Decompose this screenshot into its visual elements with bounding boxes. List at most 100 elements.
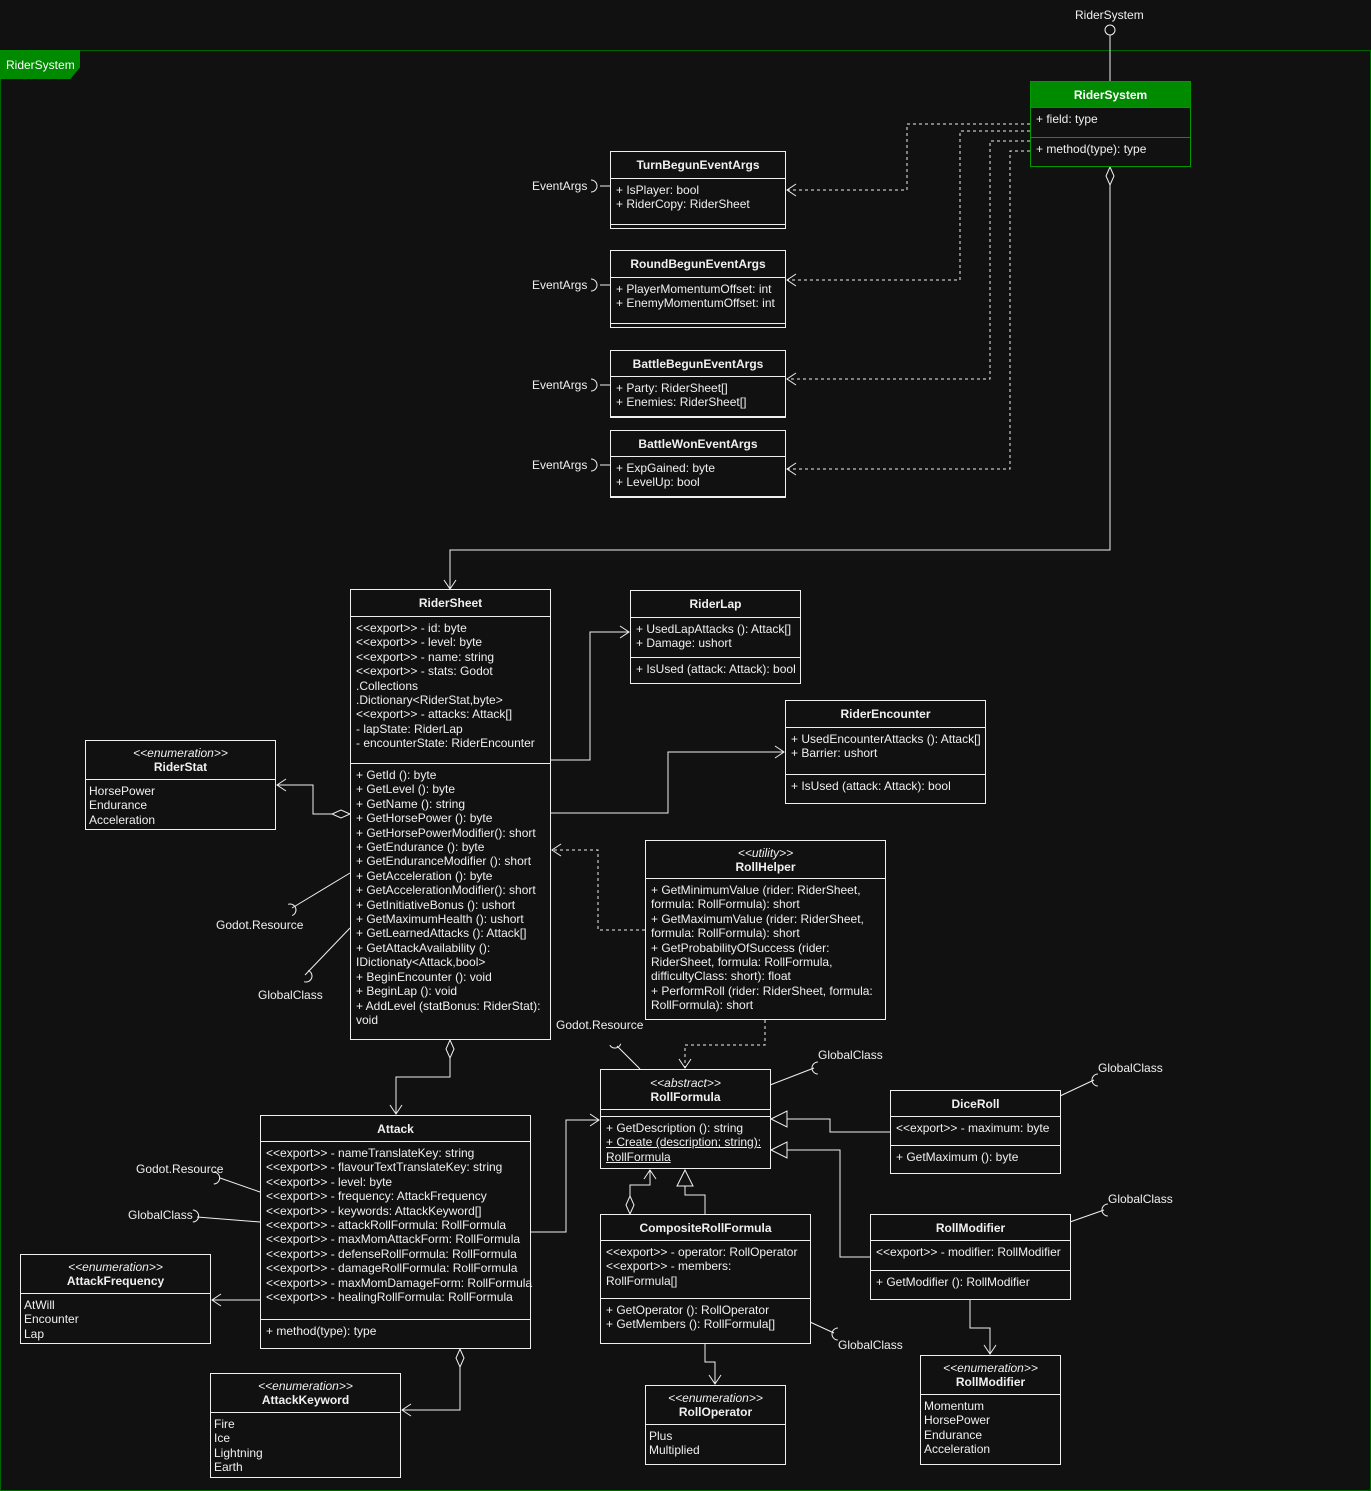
open-arrowhead xyxy=(678,1058,692,1069)
class-name: BattleBegunEventArgs xyxy=(632,356,764,371)
association-line xyxy=(704,1344,716,1384)
method: formula: RollFormula): short xyxy=(651,897,800,912)
class-header: RiderEncounter xyxy=(786,701,985,728)
inheritance-triangle xyxy=(676,1168,694,1187)
attribute: <<export>> - stats: Godot xyxy=(356,664,493,679)
method: void xyxy=(356,1012,379,1027)
required-interface-socket xyxy=(1101,1203,1108,1217)
class-header: RiderLap xyxy=(631,591,800,618)
association-line xyxy=(551,631,629,761)
class-header: <<abstract>>RollFormula xyxy=(601,1070,770,1110)
class-attack[interactable]: Attack<<export>> - nameTranslateKey: str… xyxy=(260,1115,533,1349)
attribute: <<export>> - id: byte xyxy=(356,621,467,635)
required-interface-socket xyxy=(1091,1073,1098,1087)
enum-literal: Ice xyxy=(214,1431,231,1446)
association-line xyxy=(449,185,1111,589)
class-header: RollModifier xyxy=(871,1215,1070,1241)
enum-literal: Earth xyxy=(214,1460,243,1475)
methods-section xyxy=(611,324,785,328)
class-name: CompositeRollFormula xyxy=(639,1220,772,1235)
attribute: <<export>> - damageRollFormula: RollForm… xyxy=(266,1261,518,1276)
attributes-section: <<export>> - maximum: byte xyxy=(891,1117,1060,1146)
enum-literal: Plus xyxy=(649,1429,673,1443)
class-header: <<enumeration>>RollOperator xyxy=(646,1386,785,1425)
aggregation-diamond xyxy=(445,1038,455,1060)
class-rollhelper[interactable]: <<utility>>RollHelper+ GetMinimumValue (… xyxy=(645,840,886,1020)
method: + IsUsed (attack: Attack): bool xyxy=(636,662,796,676)
class-rollmodifier[interactable]: RollModifier<<export>> - modifier: RollM… xyxy=(870,1214,1071,1300)
attributes-section xyxy=(601,1110,770,1117)
dependency-line xyxy=(684,1020,766,1068)
method: formula: RollFormula): short xyxy=(651,926,800,941)
attribute: <<export>> - name: string xyxy=(356,649,495,664)
association-line xyxy=(629,1170,651,1196)
attribute: + Party: RiderSheet[] xyxy=(616,381,728,395)
aggregation-diamond xyxy=(455,1347,465,1369)
attribute: <<export>> - level: byte xyxy=(266,1174,393,1189)
class-name: RollOperator xyxy=(678,1405,753,1419)
attribute: + EnemyMomentumOffset: int xyxy=(616,296,775,311)
class-name: RoundBegunEventArgs xyxy=(630,257,766,271)
class-rollformula[interactable]: <<abstract>>RollFormula + GetDescription … xyxy=(600,1069,771,1169)
class-diceroll[interactable]: DiceRoll<<export>> - maximum: byte+ GetM… xyxy=(890,1090,1061,1174)
class-ridersheet[interactable]: RiderSheet<<export>> - id: byte<<export>… xyxy=(350,589,551,1040)
class-header: BattleWonEventArgs xyxy=(611,431,785,457)
class-turnbegun[interactable]: TurnBegunEventArgs+ IsPlayer: bool+ Ride… xyxy=(610,151,786,229)
attribute: + UsedEncounterAttacks (): Attack[] xyxy=(791,732,981,746)
attribute: <<export>> - healingRollFormula: RollFor… xyxy=(266,1290,513,1305)
class-riderlap[interactable]: RiderLap+ UsedLapAttacks (): Attack[]+ D… xyxy=(630,590,801,684)
method: + GetAttackAvailability (): xyxy=(356,940,491,955)
attribute: <<export>> - frequency: AttackFrequency xyxy=(266,1189,487,1204)
attribute: + PlayerMomentumOffset: int xyxy=(616,282,772,296)
interface-link xyxy=(1059,1079,1095,1097)
association-line xyxy=(551,751,784,814)
method: + GetEndurance (): byte xyxy=(356,840,485,855)
provided-interface-label: RiderSystem xyxy=(1075,8,1144,22)
method: + GetHorsePower (): byte xyxy=(356,811,493,826)
enum-literal: Lightning xyxy=(214,1445,263,1460)
method: RollFormula): short xyxy=(651,998,754,1013)
class-riderencounter[interactable]: RiderEncounter + UsedEncounterAttacks ():… xyxy=(785,700,986,804)
class-ridersystem[interactable]: RiderSystem+ field: type+ method(type): … xyxy=(1030,81,1191,167)
methods-section: + method(type): type xyxy=(1031,138,1190,156)
open-arrowhead xyxy=(619,625,630,639)
open-arrowhead xyxy=(708,1374,722,1385)
method: + GetId (): byte xyxy=(356,768,437,782)
class-name: AttackFrequency xyxy=(66,1274,165,1288)
methods-section: + GetMaximum (): byte xyxy=(891,1146,1060,1164)
required-interface-socket xyxy=(303,969,313,983)
class-battlebegun[interactable]: BattleBegunEventArgs + Party: RiderSheet[… xyxy=(610,350,786,418)
class-battlewon[interactable]: BattleWonEventArgs+ ExpGained: byte+ Lev… xyxy=(610,430,786,498)
class-composite[interactable]: CompositeRollFormula<<export>> - operato… xyxy=(600,1214,811,1344)
interface-label-eventargs: EventArgs xyxy=(532,458,588,472)
open-arrowhead xyxy=(786,273,797,287)
attribute: + Damage: ushort xyxy=(636,636,732,651)
attribute: <<export>> - attackRollFormula: RollForm… xyxy=(266,1218,507,1233)
required-interface-socket xyxy=(831,1327,838,1341)
attribute: <<export>> - maximum: byte xyxy=(896,1121,1050,1135)
stereotype: <<enumeration>> xyxy=(668,1391,763,1405)
interface-link xyxy=(219,1177,261,1193)
method: + GetMaximum (): byte xyxy=(896,1150,1019,1164)
aggregation-diamond xyxy=(330,809,352,819)
association-line xyxy=(531,1119,599,1233)
class-roundbegun[interactable]: RoundBegunEventArgs + PlayerMomentumOffse… xyxy=(610,250,786,328)
class-header: Attack xyxy=(261,1116,530,1142)
attribute: <<export>> - keywords: AttackKeyword[] xyxy=(266,1203,482,1218)
attribute: <<export>> - maxMomDamageForm: RollFormu… xyxy=(266,1275,533,1290)
enum-literal: AtWill xyxy=(24,1298,55,1312)
method: + method(type): type xyxy=(266,1324,377,1338)
association-line xyxy=(395,1058,451,1114)
association-line xyxy=(277,784,332,815)
method: + GetDescription (): string xyxy=(606,1121,744,1135)
method: + GetEnduranceModifier (): short xyxy=(356,854,532,869)
interface-link xyxy=(1069,1209,1105,1223)
class-header: <<enumeration>>AttackKeyword xyxy=(211,1374,400,1413)
